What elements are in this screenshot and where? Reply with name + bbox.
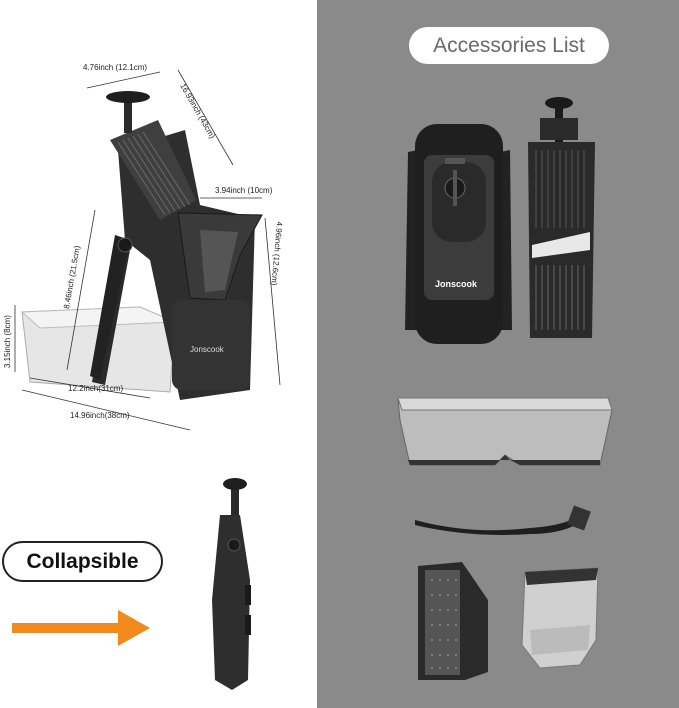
slicer-collapsed-illustration <box>212 478 251 690</box>
accessory-body <box>405 124 512 344</box>
accessory-blade-plate <box>528 97 595 338</box>
dimension-overall-depth: 14.96inch(38cm) <box>70 411 130 420</box>
dimension-lines <box>14 69 281 431</box>
accessories-panel <box>317 0 679 708</box>
dimension-base-depth: 12.2inch(31cm) <box>68 384 124 393</box>
accessory-tray <box>397 397 613 466</box>
collapsible-badge: Collapsible <box>2 541 163 582</box>
collapsible-label: Collapsible <box>26 549 139 573</box>
accessory-container <box>521 567 599 669</box>
accessory-brush <box>415 505 591 535</box>
dimension-hopper-width: 3.94inch (10cm) <box>215 186 273 195</box>
accessories-list-badge: Accessories List <box>409 27 609 64</box>
accessories-list-label: Accessories List <box>433 33 585 57</box>
accessory-grater <box>418 562 488 680</box>
brand-label-accessory: Jonscook <box>435 279 478 289</box>
dimension-top-width: 4.76inch (12.1cm) <box>83 63 148 72</box>
dimension-tray-height: 3.15inch (8cm) <box>3 315 12 368</box>
arrow-right-icon <box>12 610 150 646</box>
brand-label-main: Jonscook <box>190 345 225 354</box>
slicer-main-illustration <box>20 91 263 400</box>
